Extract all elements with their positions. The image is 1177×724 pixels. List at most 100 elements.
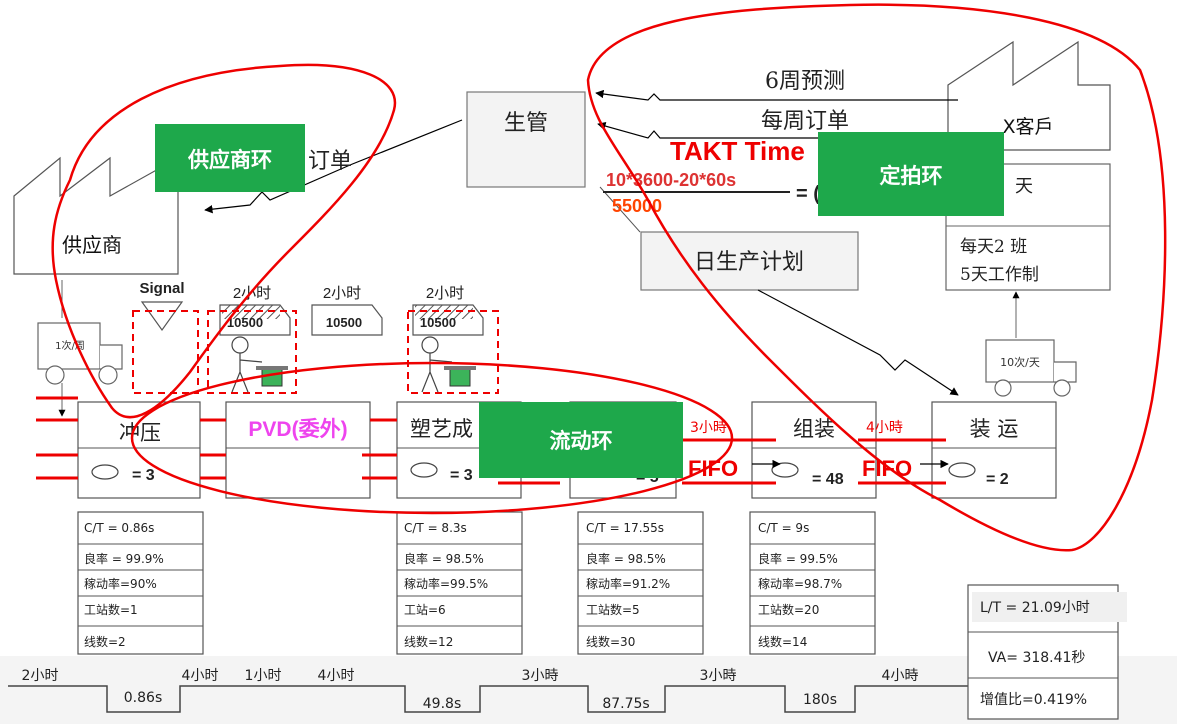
process-time: 87.75s <box>602 696 649 712</box>
process-molding-operators: = 3 <box>450 467 473 484</box>
fifo-1-label: FIFO <box>688 456 738 481</box>
ct-value: C/T = 8.3s <box>404 521 467 535</box>
supplier-loop-badge: 供应商环 <box>155 124 305 192</box>
value-added-value: VA= 318.41秒 <box>988 650 1085 666</box>
wait-time: 4小时 <box>182 668 219 684</box>
fifo-lane-1: 3小時 FIFO <box>682 420 781 485</box>
flow-loop-badge: 流动环 <box>479 402 683 478</box>
schedule-label: 日生产计划 <box>694 250 804 275</box>
customer-demand-fragment: 天 <box>1015 176 1033 197</box>
wait-time: 3小時 <box>700 668 737 684</box>
data-box-process-four: C/T = 17.55s 良率 = 98.5% 稼动率=91.2% 工站数=5 … <box>577 511 704 655</box>
inventory-3-time: 2小时 <box>426 285 464 302</box>
data-box-molding: C/T = 8.3s 良率 = 98.5% 稼动率=99.5% 工站=6 线数=… <box>396 511 523 655</box>
inventory-1-qty: 10500 <box>227 315 263 330</box>
process-time: 49.8s <box>423 696 461 712</box>
wait-time: 4小時 <box>882 668 919 684</box>
supplier-order-label: 订单 <box>308 149 352 174</box>
pacemaker-loop-outline <box>586 3 1167 552</box>
inventory-2: 2小时 10500 <box>311 285 383 336</box>
lines-value: 线数=2 <box>84 634 126 649</box>
production-control-label: 生管 <box>504 111 548 136</box>
uptime-value: 稼动率=99.5% <box>404 576 488 591</box>
inventory-3-qty: 10500 <box>420 315 456 330</box>
operator-count-icon <box>91 464 119 480</box>
lines-value: 线数=14 <box>758 634 807 649</box>
uptime-value: 稼动率=98.7% <box>758 576 842 591</box>
takt-title: TAKT Time <box>670 136 805 166</box>
pacemaker-loop-label: 定拍环 <box>880 164 943 188</box>
schedule-to-shipping-arrow <box>757 289 959 396</box>
process-pvd: PVD(委外) <box>225 401 371 499</box>
supplier-label: 供应商 <box>62 233 122 257</box>
weekly-order-label: 每周订单 <box>761 109 849 134</box>
process-stamping-name: 冲压 <box>119 421 161 445</box>
customer-label: X客戶 <box>1002 116 1053 138</box>
yield-value: 良率 = 98.5% <box>404 551 484 566</box>
operator-count-icon <box>771 462 799 478</box>
control-to-schedule-line <box>599 186 641 233</box>
fifo-2-time: 4小時 <box>866 420 903 436</box>
process-shipping: 装 运 = 2 <box>931 401 1057 499</box>
customer-workdays-label: 5天工作制 <box>960 265 1039 285</box>
ct-value: C/T = 9s <box>758 521 809 535</box>
data-box-stamping: C/T = 0.86s 良率 = 99.9% 稼动率=90% 工站数=1 线数=… <box>77 511 204 655</box>
takt-equals: = ( <box>796 183 820 205</box>
stations-value: 工站数=1 <box>84 602 138 617</box>
wait-time: 2小时 <box>22 668 59 684</box>
yield-value: 良率 = 99.9% <box>84 551 164 566</box>
uptime-value: 稼动率=91.2% <box>586 576 670 591</box>
process-assembly-operators: = 48 <box>812 471 844 488</box>
supplier-order-arrow: 订单 <box>204 119 463 214</box>
process-stamping-operators: = 3 <box>132 467 155 484</box>
data-box-assembly: C/T = 9s 良率 = 99.5% 稼动率=98.7% 工站数=20 线数=… <box>749 511 876 655</box>
fifo-1-time: 3小時 <box>690 420 727 436</box>
forecast-label: 6周预测 <box>765 69 845 94</box>
stations-value: 工站=6 <box>404 603 446 617</box>
supplier-loop-label: 供应商环 <box>187 148 272 172</box>
lines-value: 线数=12 <box>404 634 453 649</box>
flow-loop-outline <box>130 361 734 515</box>
process-time: 180s <box>803 692 837 708</box>
supplier-truck-icon: 1次/周 <box>37 322 123 385</box>
production-control-box: 生管 <box>466 91 586 188</box>
process-shipping-operators: = 2 <box>986 471 1009 488</box>
takt-numerator: 10*3600-20*60s <box>606 170 736 190</box>
signal-kanban: Signal <box>132 280 199 394</box>
fifo-2-label: FIFO <box>862 456 912 481</box>
supplier-factory: 供应商 <box>13 156 179 275</box>
ct-value: C/T = 17.55s <box>586 521 664 535</box>
stations-value: 工站数=5 <box>586 602 640 617</box>
stations-value: 工站数=20 <box>758 602 819 617</box>
wait-time: 3小時 <box>522 668 559 684</box>
schedule-box: 日生产计划 <box>640 231 859 291</box>
summary-box: L/T = 21.09小时 VA= 318.41秒 增值比=0.419% <box>967 584 1127 720</box>
yield-value: 良率 = 98.5% <box>586 551 666 566</box>
fifo-lane-2: 4小時 FIFO <box>858 420 949 485</box>
operator-count-icon <box>410 462 438 478</box>
inventory-2-time: 2小时 <box>323 285 361 302</box>
forecast-arrow: 6周预测 <box>595 69 958 101</box>
customer-truck-icon: 10次/天 <box>985 339 1077 397</box>
lead-time-value: L/T = 21.09小时 <box>980 600 1090 616</box>
signal-kanban-icon <box>140 301 184 332</box>
yield-value: 良率 = 99.5% <box>758 551 838 566</box>
flow-loop-label: 流动环 <box>550 429 613 453</box>
wait-time: 1小时 <box>245 668 282 684</box>
wait-time: 4小时 <box>318 668 355 684</box>
push-markers <box>36 396 397 480</box>
process-molding-name: 塑艺成 <box>410 417 473 441</box>
ct-value: C/T = 0.86s <box>84 521 154 535</box>
va-ratio-value: 增值比=0.419% <box>980 692 1087 708</box>
supplier-loop-outline <box>51 63 397 419</box>
process-shipping-name: 装 运 <box>970 417 1019 441</box>
uptime-value: 稼动率=90% <box>84 576 157 591</box>
signal-label: Signal <box>139 280 184 297</box>
lines-value: 线数=30 <box>586 634 635 649</box>
customer-shift-label: 每天2 班 <box>960 237 1027 257</box>
process-assembly-name: 组装 <box>793 417 835 441</box>
weekly-order-arrow: 每周订单 <box>597 109 958 139</box>
process-time: 0.86s <box>124 690 162 706</box>
inventory-2-qty: 10500 <box>326 315 362 330</box>
